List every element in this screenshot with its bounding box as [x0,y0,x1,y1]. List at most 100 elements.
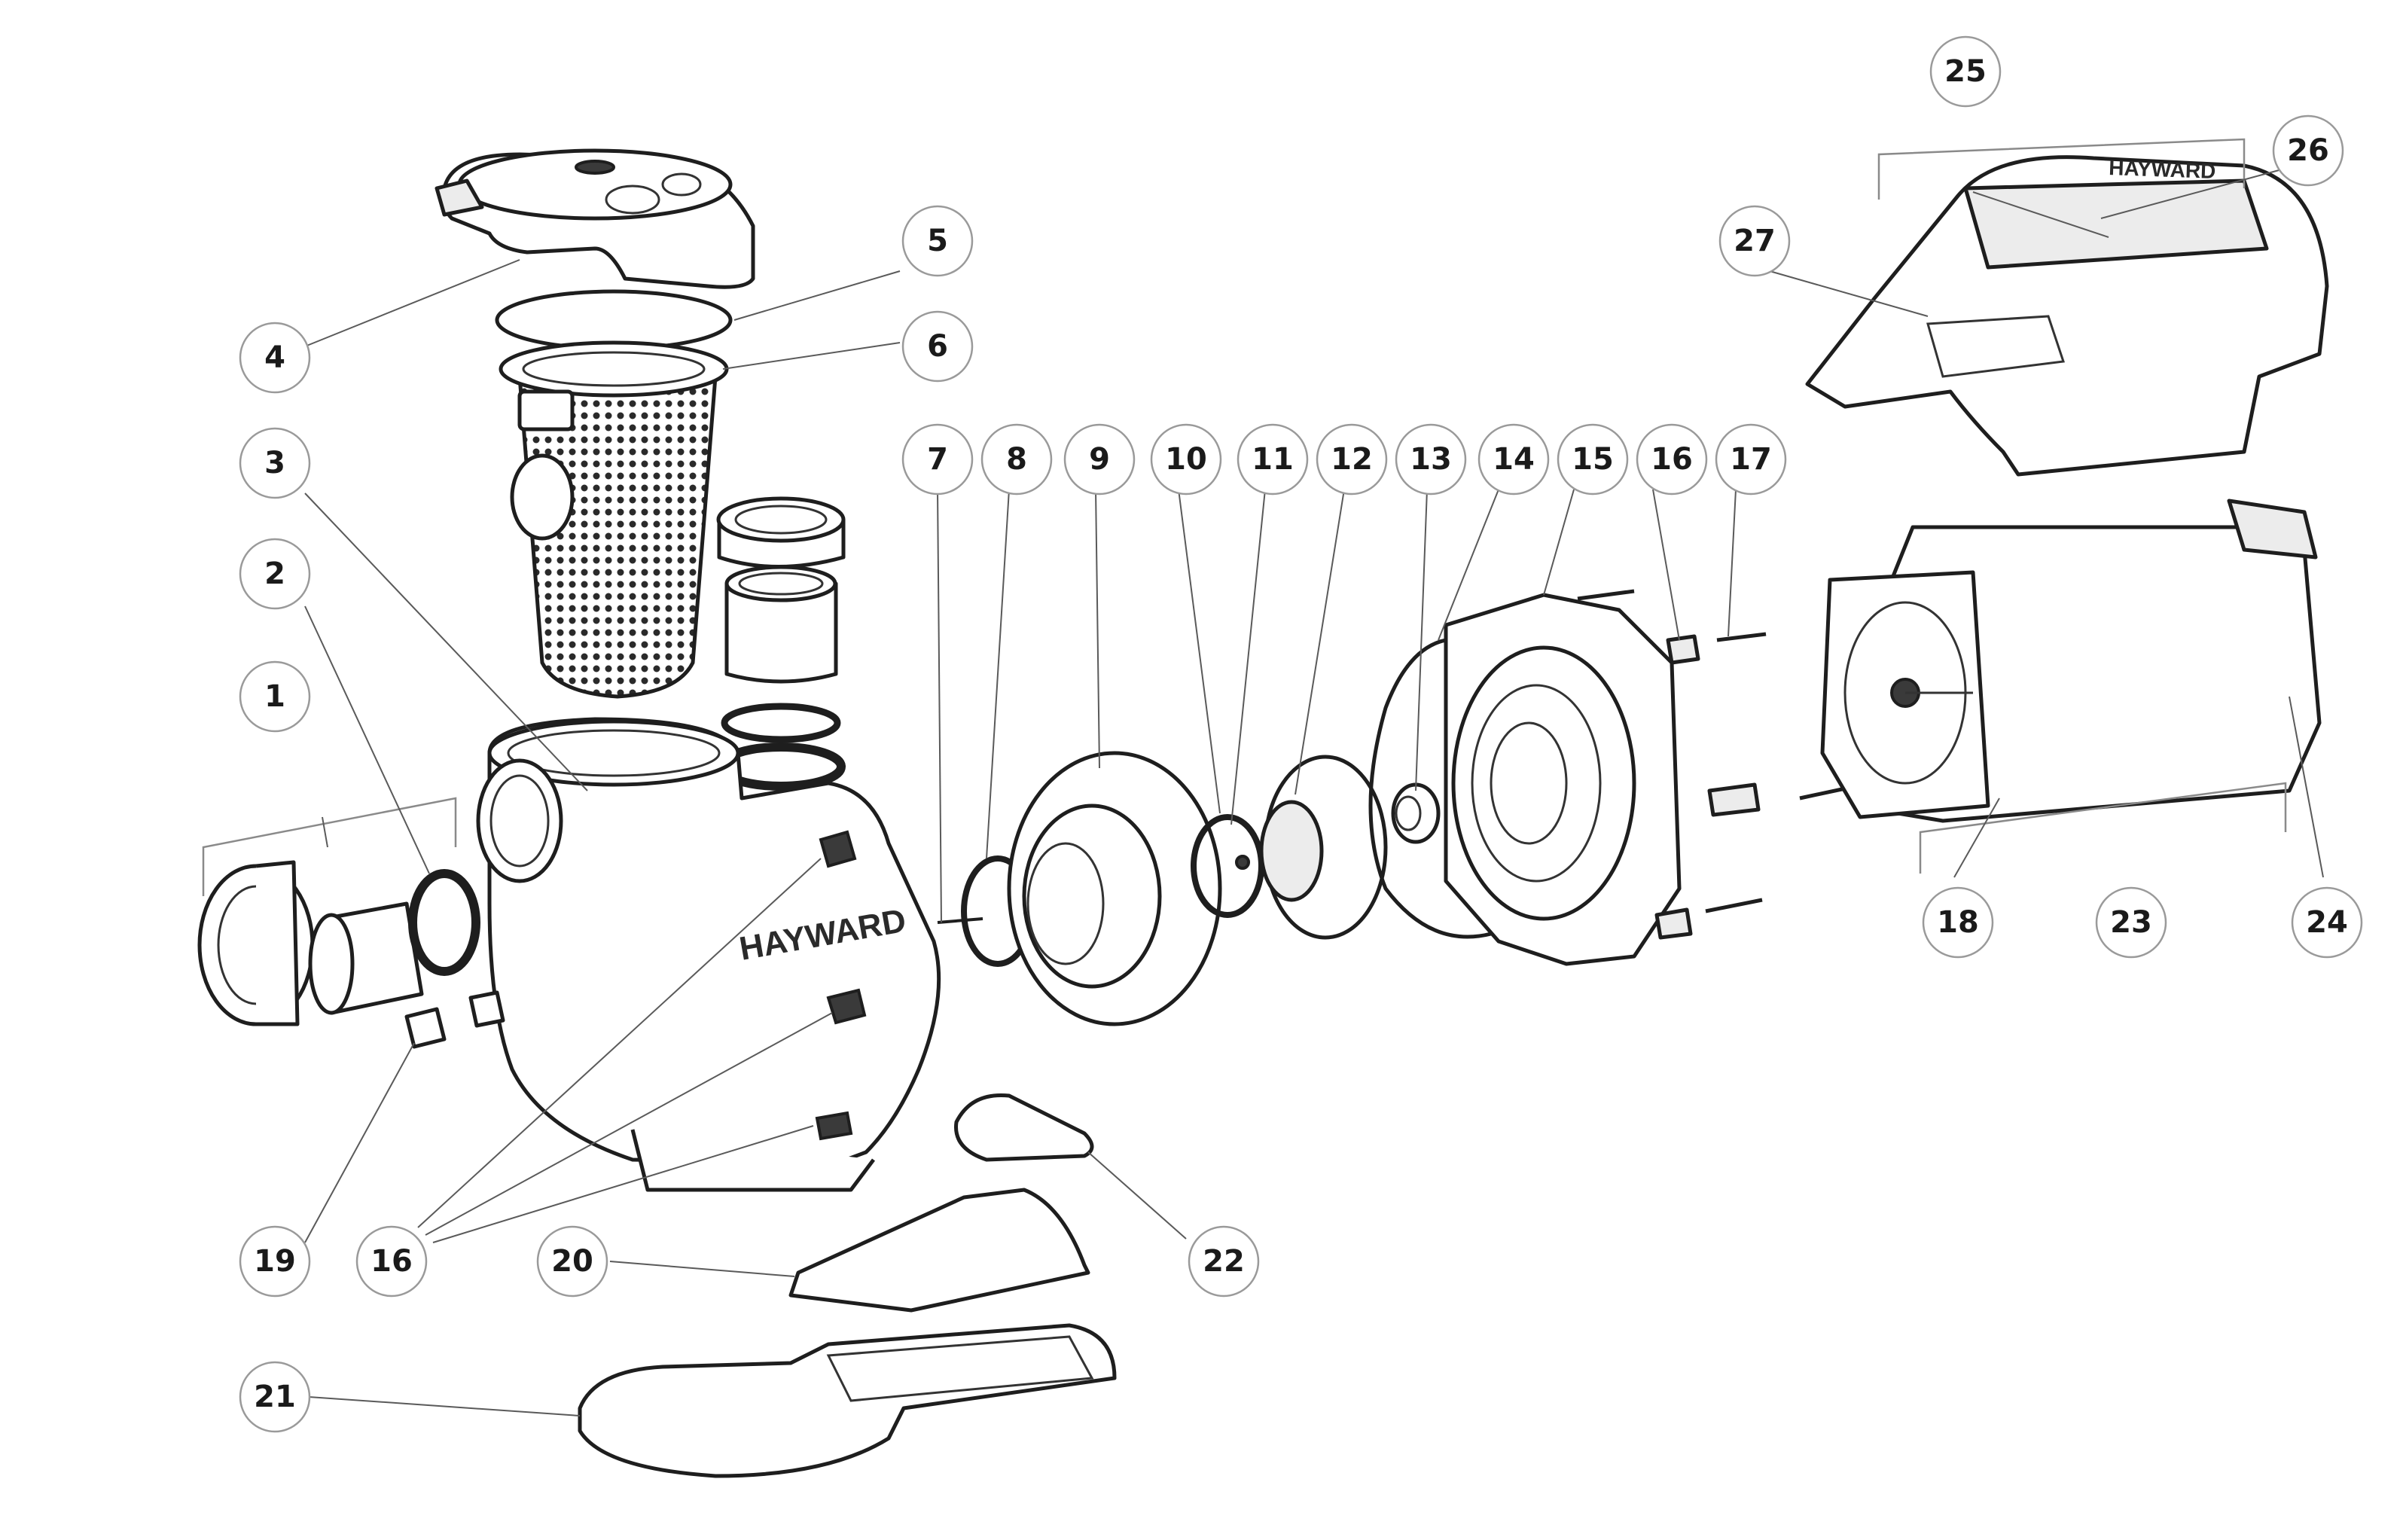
part-7-screw [937,917,983,924]
part-25-motor-cover-assembly [1805,155,2329,477]
callout-circle [1150,423,1222,496]
callout-24: 24 [2291,886,2363,959]
bracket-group [202,138,2287,896]
callout-16: 16 [355,1225,428,1298]
part-9-diffuser [1007,751,1222,1026]
callout-label: 13 [1410,442,1452,477]
part-17-bolts [1577,589,1853,940]
part-5-lid-o-ring [495,289,733,351]
callout-circle [355,1225,428,1298]
callout-22: 22 [1188,1225,1260,1298]
part-22-foot-cover [954,1093,1094,1162]
callout-circle [980,423,1053,496]
callout-label: 2 [264,557,285,591]
callout-4: 4 [239,322,311,394]
callout-circle [1395,423,1467,496]
callout-circle [536,1225,608,1298]
part-4-strainer-cover [435,148,755,289]
part-21-pump-base [578,1323,1117,1478]
part-13-seal-assembly [1391,782,1441,844]
callout-15: 15 [1557,423,1629,496]
part-6-strainer-basket [499,340,729,699]
callout-label: 9 [1089,442,1110,477]
callout-circle [239,538,311,610]
leader-lines [304,169,2324,1416]
callout-7: 7 [901,423,974,496]
callout-circle [239,660,311,733]
callout-label: 25 [1944,54,1987,89]
bracket-part-23 [1919,782,2287,874]
callout-circle [901,205,974,277]
callout-circle [239,1225,311,1298]
callout-circle [1718,205,1791,277]
callout-label: 16 [1651,442,1693,477]
callout-circle [239,1361,311,1433]
callout-label: 21 [254,1380,296,1414]
callout-label: 14 [1493,442,1535,477]
callout-circle [1715,423,1787,496]
callout-13: 13 [1395,423,1467,496]
part-20-base-spacer [788,1188,1090,1313]
callout-circle [901,423,974,496]
callout-23: 23 [2095,886,2167,959]
callout-label: 8 [1006,442,1027,477]
callout-circle [1237,423,1309,496]
callout-circle [1316,423,1388,496]
callout-label: 10 [1165,442,1207,477]
callout-14: 14 [1477,423,1550,496]
callout-circle [1063,423,1136,496]
callout-circle [2272,114,2344,187]
callout-label: 16 [371,1244,413,1279]
part-2-o-ring-left [408,869,480,976]
callout-label: 20 [551,1244,593,1279]
callout-label: 24 [2306,905,2348,940]
callout-circle [239,322,311,394]
part-o-ring-upper [721,703,841,743]
part-19-drain-plug [404,990,505,1049]
callout-21: 21 [239,1361,311,1433]
callout-label: 19 [254,1244,296,1279]
part-union-nut-upper [716,496,846,569]
part-12-impeller [1235,755,1388,940]
part-3-pump-housing [476,717,941,1192]
callout-circle [1636,423,1708,496]
callout-label: 23 [2110,905,2152,940]
callout-9: 9 [1063,423,1136,496]
callout-label: 1 [264,679,285,714]
callout-5: 5 [901,205,974,277]
callout-label: 11 [1252,442,1294,477]
callout-17: 17 [1715,423,1787,496]
callout-18: 18 [1922,886,1994,959]
part-15-seal-plate [1444,593,1682,966]
callout-label: 27 [1734,224,1776,258]
brand-label-cover: HAYWARD [2109,156,2216,183]
callout-16: 16 [1636,423,1708,496]
part-tail-piece-upper [724,565,838,684]
callout-circle [1922,886,1994,959]
part-1-union-assembly [197,860,424,1026]
callout-label: 4 [264,340,285,375]
callout-label: 22 [1203,1244,1245,1279]
callout-circle [901,310,974,383]
callout-label: 7 [927,442,948,477]
callout-label: 17 [1730,442,1772,477]
callout-label: 3 [264,446,285,480]
callout-circle [1929,35,2002,108]
callout-11: 11 [1237,423,1309,496]
callout-3: 3 [239,427,311,499]
bracket-part-1 [202,797,457,896]
callout-label: 6 [927,329,948,364]
callout-circle [1557,423,1629,496]
callout-25: 25 [1929,35,2002,108]
callout-12: 12 [1316,423,1388,496]
callout-circle [2095,886,2167,959]
callout-label: 26 [2287,133,2329,168]
callout-circle [1477,423,1550,496]
callout-label: 5 [927,224,948,258]
callout-19: 19 [239,1225,311,1298]
callout-circle [239,427,311,499]
bracket-part-25 [1877,138,2246,200]
parts-layer: HAYWARD [197,148,2329,1478]
callout-1: 1 [239,660,311,733]
